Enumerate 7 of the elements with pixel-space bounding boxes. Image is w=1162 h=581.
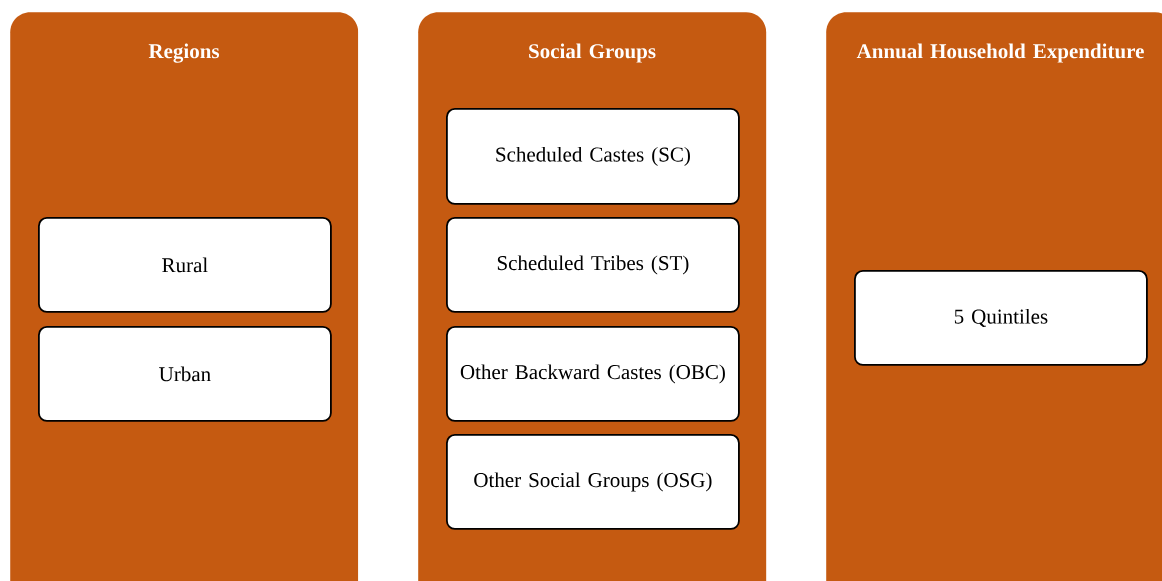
- category-box: Other Social Groups (OSG): [446, 434, 740, 530]
- category-box: Scheduled Tribes (ST): [446, 217, 740, 313]
- category-box: Other Backward Castes (OBC): [446, 326, 740, 422]
- category-box: Rural: [38, 217, 332, 313]
- category-box: 5 Quintiles: [854, 270, 1148, 366]
- category-box: Urban: [38, 326, 332, 422]
- category-box: Scheduled Castes (SC): [446, 108, 740, 205]
